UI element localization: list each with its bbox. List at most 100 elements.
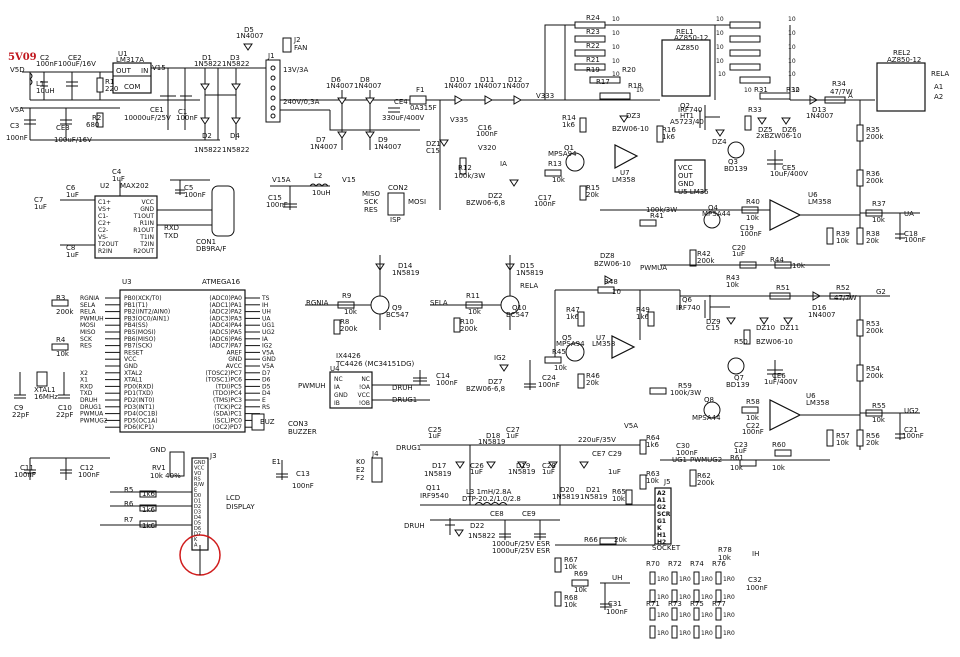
lbl-r62: R62 — [697, 472, 711, 480]
lbl-d5: D5 — [244, 26, 254, 34]
lbl-pwmuh: PWMUH — [298, 382, 326, 390]
lbl-u6bv: LM358 — [806, 399, 829, 407]
lbl-xtal: XTAL1 — [34, 386, 56, 394]
lbl-c15c: C15 — [706, 324, 720, 332]
ladder-value: 10 — [716, 30, 724, 37]
ladder-value: 10 — [788, 44, 796, 51]
tc-right-pin: VCC — [358, 392, 370, 399]
lbl-r3v: 200k — [56, 308, 74, 316]
lbl-in: IN — [141, 67, 148, 75]
lbl-c7: C7 — [34, 196, 43, 204]
lbl-rv1v: 10k 40% — [150, 472, 181, 480]
lbl-c25: C25 — [428, 426, 442, 434]
lbl-socket: SOCKET — [652, 544, 681, 552]
lbl-r9: R9 — [342, 292, 351, 300]
mcu-right-pin-label: (SDA)PC1 — [213, 411, 242, 418]
lbl-r47v: 1k6 — [566, 313, 580, 321]
resistor-r49 — [647, 311, 655, 327]
lbl-r14: R14 — [562, 114, 576, 122]
lbl-drug1: DRUG1 — [392, 396, 417, 404]
resistor-r2 — [96, 112, 104, 128]
lbl-r62v: 200k — [697, 479, 715, 487]
power-label: 5V09 — [8, 52, 37, 63]
lbl-r8v: 200k — [340, 325, 358, 333]
lbl-u5: U5 LM35 — [678, 188, 709, 196]
lbl-c9v: 22pF — [12, 411, 29, 419]
lbl-dz1: DZ1 — [426, 140, 441, 148]
resistor-r35 — [856, 124, 864, 142]
lbl-r53: R53 — [866, 320, 880, 328]
relay-rel2 — [876, 62, 926, 112]
lbl-c32: C32 — [748, 576, 762, 584]
lcd-pin: D0 — [194, 493, 201, 499]
lbl-r15: R15 — [586, 184, 600, 192]
resistor-r10 — [453, 317, 461, 333]
lbl-d8v: 1N4007 — [354, 82, 382, 90]
lbl-r37v: 10k — [872, 216, 886, 224]
ladder-value: 10 — [788, 16, 796, 23]
mcu-right-net: IH — [262, 302, 268, 309]
lbl-r50: R50 — [734, 338, 748, 346]
lbl-r58: R58 — [746, 398, 760, 406]
lbl-q5: Q5 — [562, 334, 572, 342]
lbl-u4: U4 — [330, 365, 340, 373]
lbl-c11v: 100nF — [14, 471, 36, 479]
lbl-q11v: IRF9540 — [420, 492, 449, 500]
ladder-value: 10 — [612, 44, 620, 51]
zener-dz8 — [604, 275, 614, 285]
lbl-u7bv: LM358 — [592, 340, 615, 348]
resistor-r65 — [625, 489, 633, 505]
diode-d3 — [231, 83, 241, 91]
mcu-left-net: SCK — [80, 336, 93, 343]
lbl-r60: R60 — [772, 441, 786, 449]
lbl-dz6: DZ6 — [782, 126, 797, 134]
resistor-r16 — [656, 125, 664, 143]
lbl-r40v: 10k — [746, 214, 760, 222]
lbl-d10: D10 — [450, 76, 464, 84]
lbl-c32v: 100nF — [746, 584, 768, 592]
shunt-value: 1R0 — [679, 630, 691, 637]
resistor-r56 — [856, 429, 864, 447]
zener-dz7 — [499, 364, 509, 372]
mcu-section — [14, 289, 260, 433]
mcu-right-pin-label: (TMS)PC3 — [213, 397, 242, 404]
lbl-sck: SCK — [364, 198, 378, 206]
lbl-dz7v: BZW06-6,8 — [466, 385, 505, 393]
mcu-right-net: D4 — [262, 390, 271, 397]
shunt-resistor — [671, 607, 678, 621]
lbl-gnd2: GND — [150, 446, 166, 454]
lbl-r57v: 10k — [836, 439, 850, 447]
resistor-r3 — [51, 299, 69, 307]
lbl-d9v: 1N4007 — [374, 143, 402, 151]
mcu-right-net: V5A — [262, 363, 275, 370]
lbl-r73: R73 — [668, 600, 682, 608]
ladder-value: 10 — [788, 58, 796, 65]
lbl-d6v: 1N4007 — [326, 82, 354, 90]
lbl-r56: R56 — [866, 432, 880, 440]
lbl-d19v: 1N5819 — [508, 468, 536, 476]
relay-rel1 — [661, 39, 711, 97]
socket-pin: G2 — [657, 504, 666, 511]
mcu-left-pin-label: PD4(OC1B) — [124, 411, 158, 418]
resistor-r59 — [649, 387, 667, 395]
lbl-r7v: 1k6 — [142, 522, 156, 530]
max-right-pin: GND — [140, 206, 154, 213]
lbl-q8v: MPSA44 — [692, 414, 721, 422]
lbl-r46: R46 — [586, 372, 600, 380]
lbl-d15: D15 — [520, 262, 534, 270]
lbl-r60v: 10k — [772, 464, 786, 472]
lbl-rel1: REL1 — [676, 28, 694, 36]
lbl-v5a: V5A — [10, 106, 24, 114]
lbl-d20: D20 — [560, 486, 574, 494]
fuse-f1 — [409, 95, 427, 105]
lbl-c12v: 100nF — [78, 471, 100, 479]
lbl-mosi: MOSI — [408, 198, 426, 206]
lbl-buz: BUZ — [260, 418, 275, 426]
lbl-ce8: CE8 — [490, 510, 504, 518]
lbl-r49: R49 — [636, 306, 650, 314]
lbl-r64: R64 — [646, 434, 660, 442]
shunt-resistor — [671, 589, 678, 603]
lbl-ix: IX4426 — [336, 352, 361, 360]
lbl-r65: R65 — [612, 488, 626, 496]
lbl-c8v: 1uF — [66, 251, 79, 259]
